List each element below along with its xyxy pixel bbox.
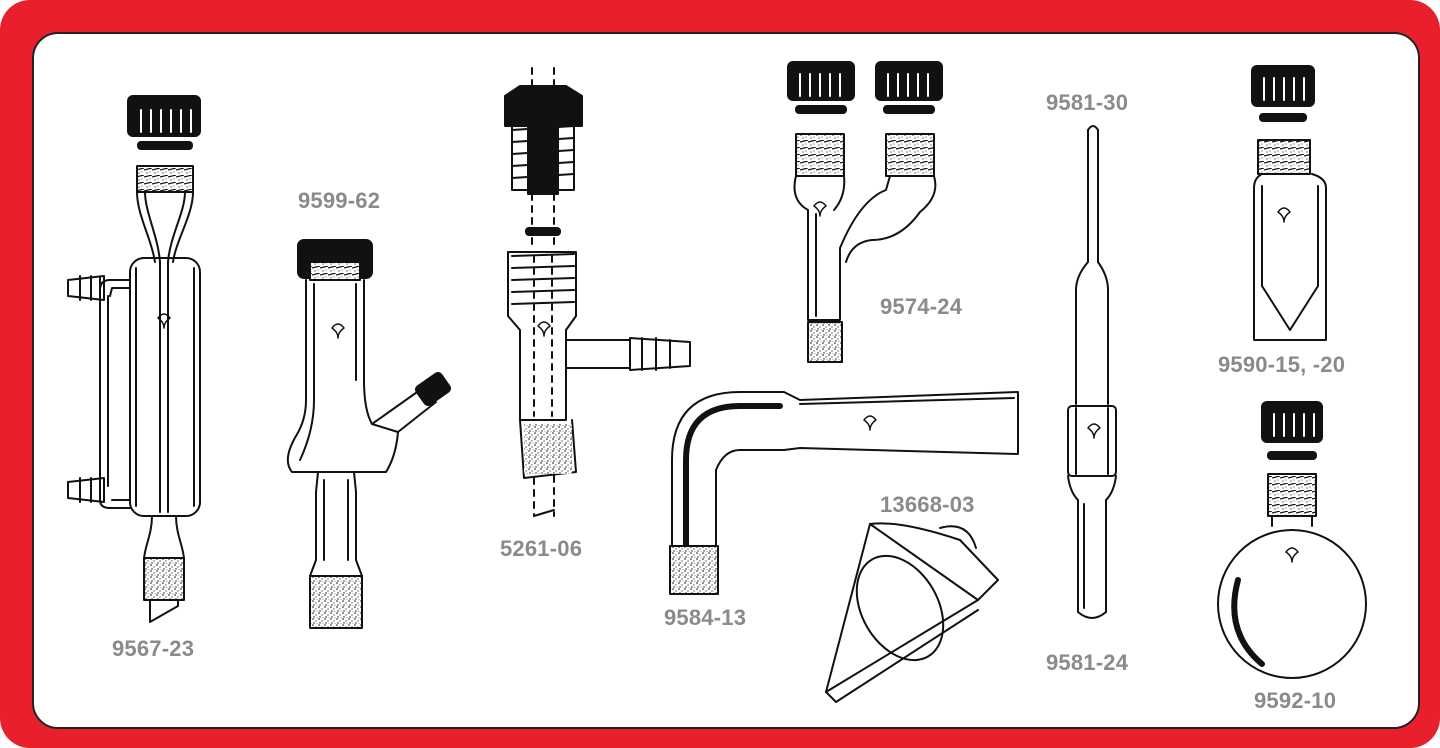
part-code-condenser: 9567-23 (112, 636, 195, 661)
thermometer-adapter-glassware (504, 67, 691, 517)
part-code-bent-adapter: 9584-13 (664, 605, 747, 630)
claisen-y-adapter-glassware (787, 61, 943, 363)
part-code-round-flask: 9592-10 (1254, 688, 1337, 713)
part-code-adapter: 9599-62 (298, 188, 381, 213)
product-panel (32, 32, 1420, 729)
part-code-distillation-tube: 9581-30 (1046, 90, 1129, 115)
side-arm-adapter-glassware (286, 239, 452, 629)
condenser-glassware (67, 95, 201, 623)
part-code-stand: 13668-03 (880, 492, 975, 517)
part-code-pipet: 9581-24 (1046, 650, 1129, 675)
bent-adapter-glassware (669, 391, 1019, 595)
pipet-glassware (1067, 405, 1117, 619)
distillation-tube-glassware (1075, 125, 1109, 405)
part-code-y-adapter: 9574-24 (880, 294, 963, 319)
part-code-conical-vial: 9590-15, -20 (1218, 352, 1346, 377)
round-bottom-flask-glassware (1217, 401, 1367, 679)
part-code-thermometer-adapter: 5261-06 (500, 536, 583, 561)
conical-vial-glassware (1251, 65, 1327, 341)
triangular-stand-glassware (825, 522, 999, 703)
